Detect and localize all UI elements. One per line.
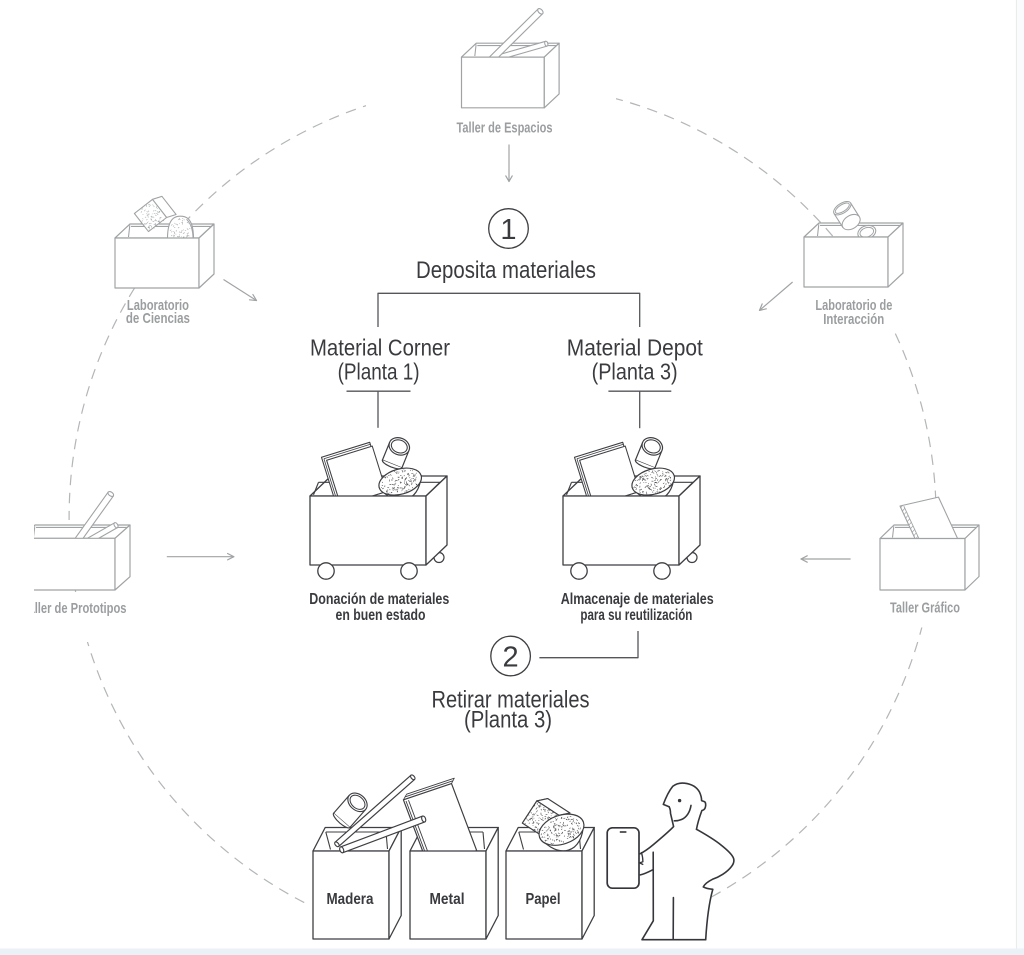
svg-text:Taller de Prototipos: Taller de Prototipos xyxy=(23,600,127,617)
svg-text:(Planta 3): (Planta 3) xyxy=(592,359,678,385)
svg-text:Metal: Metal xyxy=(430,891,465,908)
svg-text:Laboratorio: Laboratorio xyxy=(127,297,189,314)
svg-text:Deposita materiales: Deposita materiales xyxy=(416,257,596,284)
svg-text:1: 1 xyxy=(500,214,516,246)
svg-text:Material Depot: Material Depot xyxy=(567,335,703,361)
svg-text:Retirar materiales: Retirar materiales xyxy=(432,686,590,713)
svg-text:para su reutilización: para su reutilización xyxy=(580,607,692,624)
svg-text:Donación de materiales: Donación de materiales xyxy=(309,591,449,608)
svg-text:(Planta 1): (Planta 1) xyxy=(338,359,420,385)
svg-text:Laboratorio de: Laboratorio de xyxy=(815,297,892,314)
svg-text:(Planta 3): (Planta 3) xyxy=(464,706,552,733)
svg-text:Interacción: Interacción xyxy=(823,311,884,328)
svg-text:Papel: Papel xyxy=(526,891,561,908)
svg-text:Taller de Espacios: Taller de Espacios xyxy=(457,119,553,136)
svg-text:Taller Gráfico: Taller Gráfico xyxy=(890,600,960,617)
svg-text:en buen estado: en buen estado xyxy=(336,607,426,624)
svg-text:Madera: Madera xyxy=(327,891,374,908)
svg-text:Material Corner: Material Corner xyxy=(310,335,450,361)
svg-text:de Ciencias: de Ciencias xyxy=(126,310,190,327)
svg-text:2: 2 xyxy=(503,642,519,674)
svg-text:Almacenaje de materiales: Almacenaje de materiales xyxy=(561,591,714,608)
